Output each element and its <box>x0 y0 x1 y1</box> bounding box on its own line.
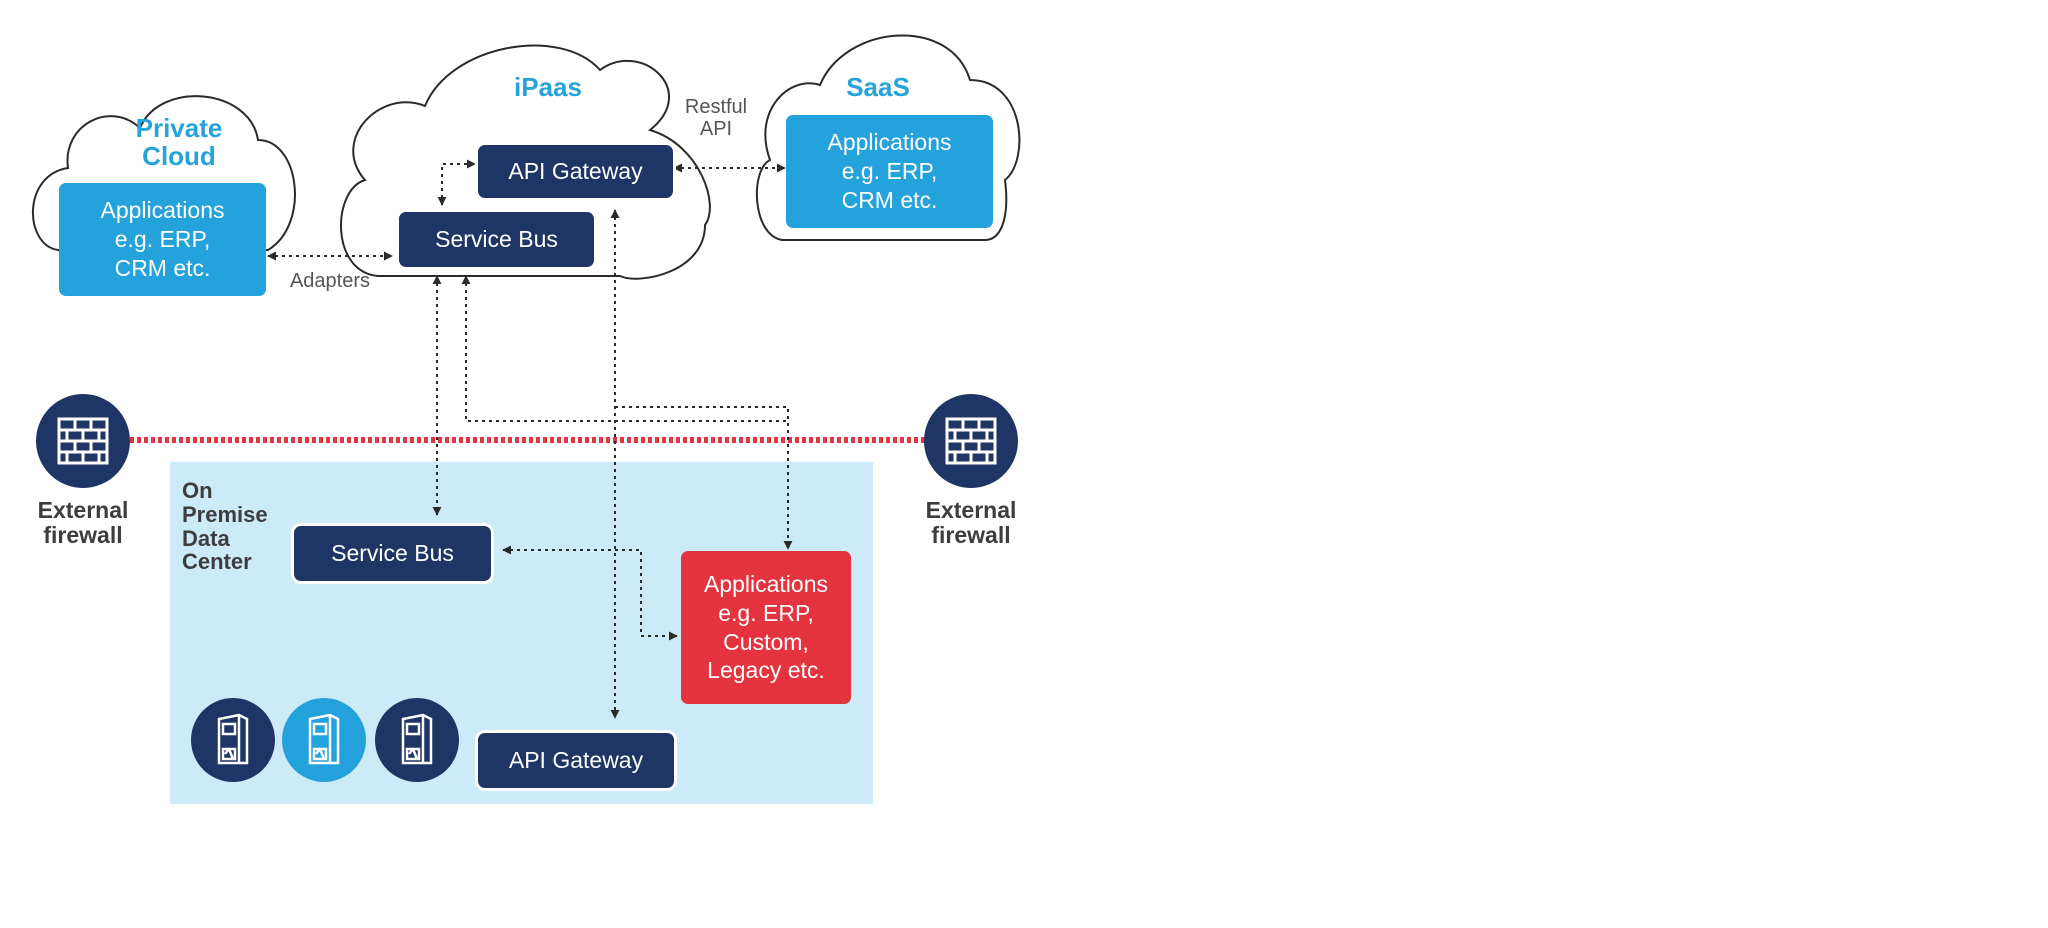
left-firewall-label: External firewall <box>37 497 129 548</box>
connector-api-gateway-service-bus-internal <box>437 159 476 206</box>
brick-wall-icon <box>36 394 130 488</box>
on-premise-title: On Premise Data Center <box>182 478 268 575</box>
brick-wall-icon <box>924 394 1018 488</box>
private-cloud-applications-box: Applications e.g. ERP, CRM etc. <box>59 183 266 296</box>
private-cloud-title: Private Cloud <box>135 113 223 172</box>
restful-api-label: Restful API <box>684 96 748 140</box>
on-premise-applications-box: Applications e.g. ERP, Custom, Legacy et… <box>681 551 851 704</box>
server-icon <box>191 698 275 782</box>
connector-gateway-to-apps <box>615 406 789 421</box>
ipaas-title: iPaas <box>514 72 582 102</box>
ipaas-api-gateway-box: API Gateway <box>478 145 673 198</box>
server-icon <box>282 698 366 782</box>
on-premise-api-gateway-box: API Gateway <box>478 733 674 788</box>
connector-ipaas-bus-onprem-apps <box>461 275 793 550</box>
adapters-label: Adapters <box>289 270 371 292</box>
ipaas-service-bus-box: Service Bus <box>399 212 594 267</box>
saas-title: SaaS <box>846 72 910 102</box>
right-firewall-label: External firewall <box>925 497 1017 548</box>
saas-applications-box: Applications e.g. ERP, CRM etc. <box>786 115 993 228</box>
on-premise-service-bus-box: Service Bus <box>294 526 491 581</box>
server-icon <box>375 698 459 782</box>
